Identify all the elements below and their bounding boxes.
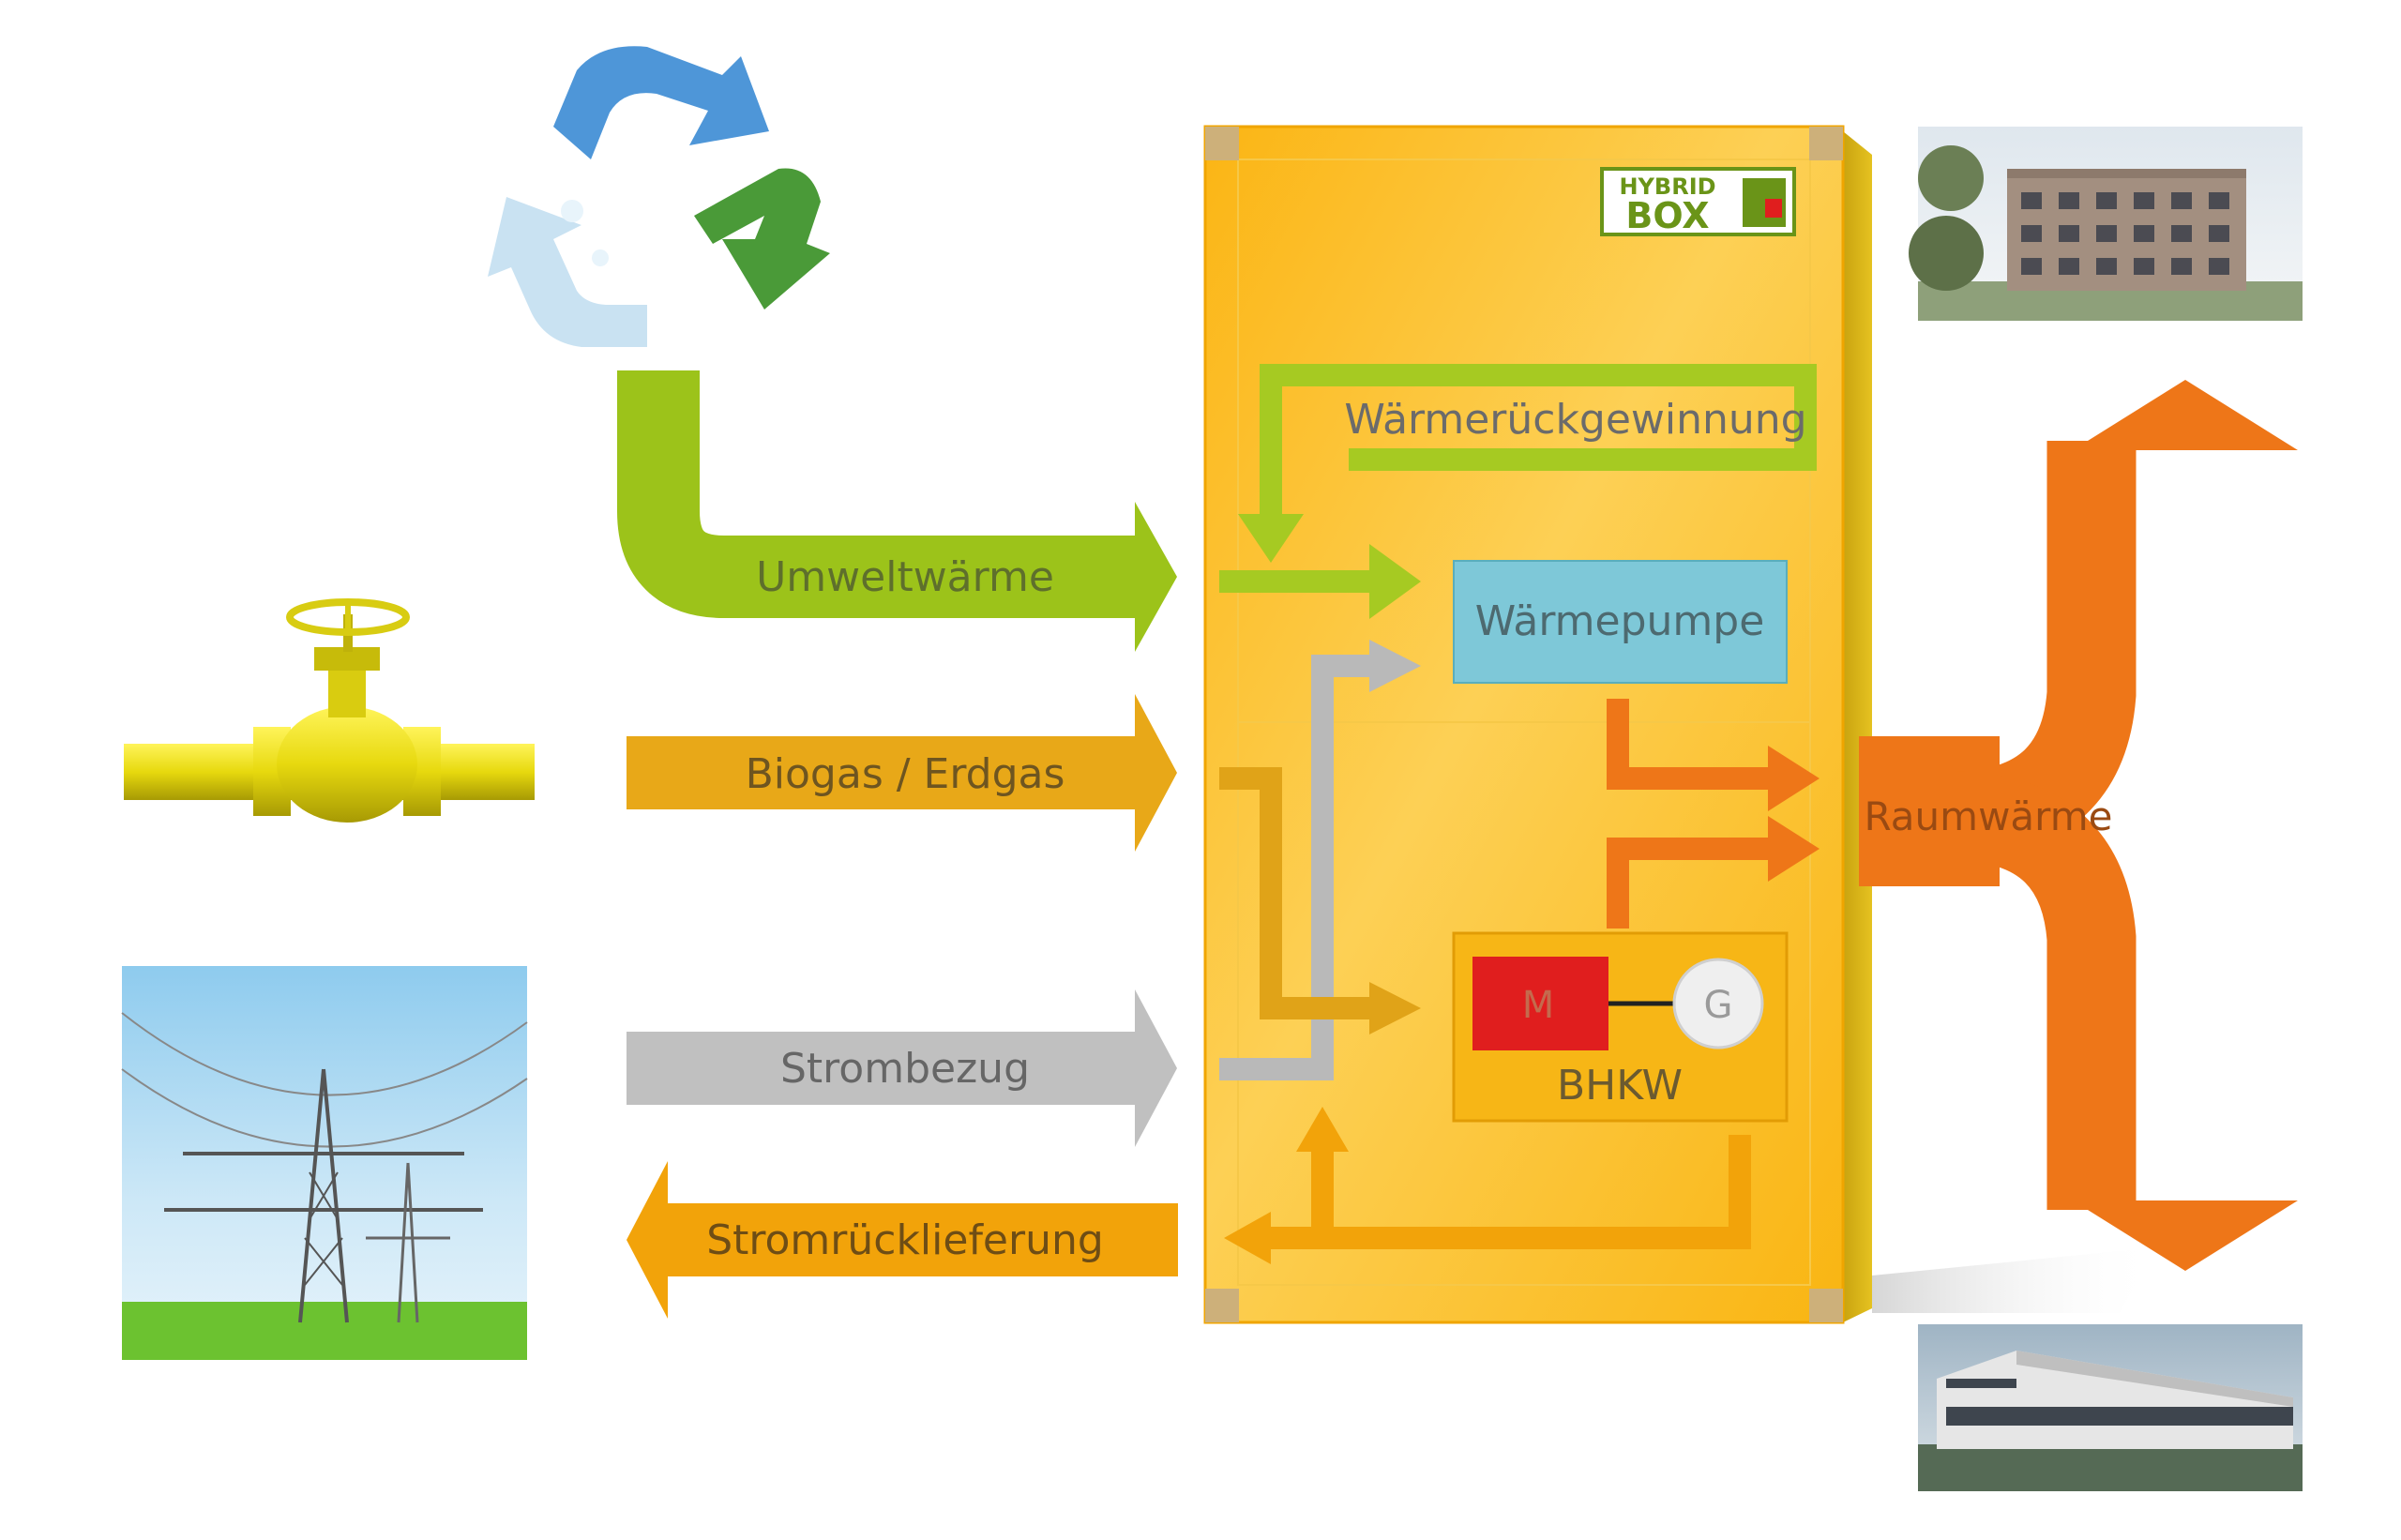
office-building-icon: [1918, 1324, 2303, 1491]
biogas-label: Biogas / Erdgas: [746, 750, 1065, 798]
waermerueckgewinnung-label: Wärmerückgewinnung: [1344, 396, 1806, 444]
stromrueck-flow: Stromrücklieferung: [627, 1161, 1178, 1319]
generator-label: G: [1704, 984, 1733, 1027]
umweltwaerme-label: Umweltwärme: [756, 553, 1054, 601]
umweltwaerme-inner-arrow: [1219, 544, 1421, 619]
raumwaerme-flow: Raumwärme: [1859, 380, 2298, 1271]
strombezug-label: Strombezug: [780, 1045, 1030, 1093]
motor-label: M: [1522, 984, 1555, 1027]
biogas-flow: Biogas / Erdgas: [627, 694, 1177, 852]
apartment-building-icon: [1909, 127, 2303, 321]
raumwaerme-label: Raumwärme: [1865, 793, 2113, 839]
waermepumpe-label: Wärmepumpe: [1475, 597, 1765, 645]
umweltwaerme-flow: Umweltwärme: [617, 370, 1177, 652]
waermerueckgewinnung-loop: Wärmerückgewinnung: [1238, 364, 1817, 563]
logo-line2: BOX: [1625, 195, 1709, 236]
gas-inner-path: [1219, 767, 1421, 1034]
stromrueck-inner-path: [1224, 1107, 1751, 1264]
power-pylon-icon: [121, 966, 528, 1360]
strombezug-flow: Strombezug: [627, 989, 1177, 1147]
gas-valve-icon: [124, 598, 535, 823]
heat-output-arrows: [1607, 699, 1820, 929]
recycling-icon: [488, 46, 830, 347]
logo-line1: HYBRID: [1619, 174, 1715, 200]
bhkw-unit: M G BHKW: [1452, 931, 1789, 1123]
stromrueck-label: Stromrücklieferung: [706, 1216, 1104, 1264]
bhkw-label: BHKW: [1557, 1062, 1683, 1110]
waermepumpe-unit: Wärmepumpe: [1453, 560, 1788, 684]
hybridbox-logo: HYBRID BOX: [1600, 167, 1796, 236]
strombezug-inner-path: [1219, 640, 1421, 1080]
